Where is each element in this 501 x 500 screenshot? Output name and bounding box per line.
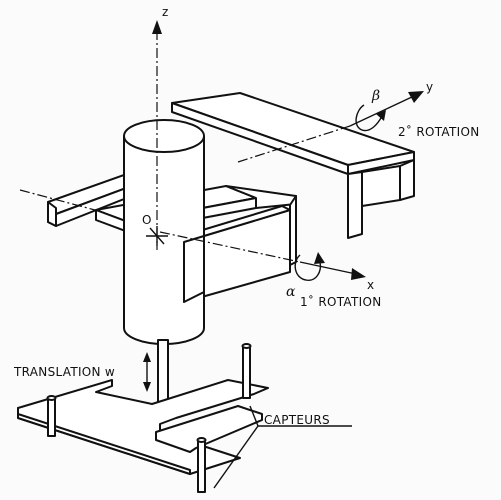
beta-label: β — [371, 88, 380, 104]
translation-label: TRANSLATION w — [13, 365, 115, 379]
alpha-rotation-arrow — [294, 252, 325, 281]
sensors-label: CAPTEURS — [264, 413, 330, 427]
x-axis — [19, 189, 366, 280]
cylinder-body — [123, 119, 205, 411]
translation-arrow — [143, 352, 151, 392]
alpha-label: α — [286, 284, 296, 300]
second-rotation-label: 2˚ ROTATION — [398, 124, 480, 139]
x-axis-label: x — [367, 278, 374, 292]
sensor-pins — [46, 343, 252, 493]
first-rotation-label: 1˚ ROTATION — [300, 294, 382, 309]
y-axis-label: y — [426, 80, 433, 94]
y-axis — [237, 91, 424, 163]
beta-rotation-arrow — [355, 104, 386, 132]
z-axis — [152, 20, 162, 250]
sensor-leader — [213, 405, 352, 489]
origin-label: O — [142, 213, 151, 227]
z-axis-label: z — [162, 5, 168, 19]
origin-marker — [146, 226, 168, 246]
